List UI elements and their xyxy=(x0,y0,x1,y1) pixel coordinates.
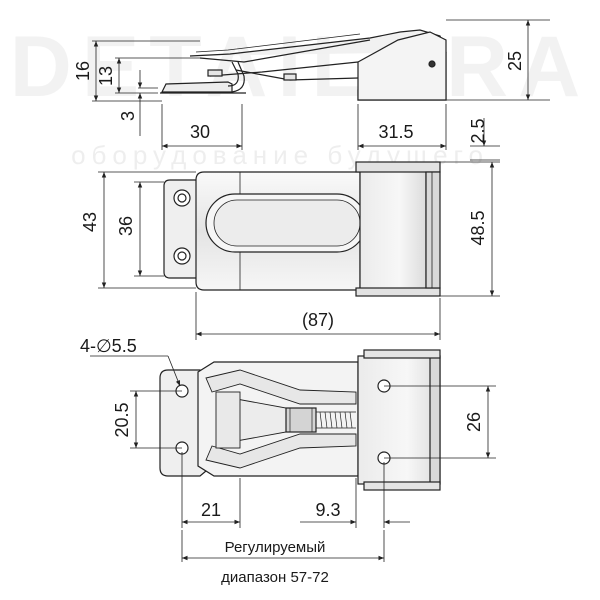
dim-25: 25 xyxy=(505,51,525,71)
dim-3: 3 xyxy=(118,111,138,121)
dim-87: (87) xyxy=(302,310,334,330)
dim-20-5: 20.5 xyxy=(112,402,132,437)
side-dimensions: 16 13 3 25 30 31.5 2.5 xyxy=(73,19,550,161)
dim-21: 21 xyxy=(201,500,221,520)
dim-2-5: 2.5 xyxy=(468,118,488,143)
dim-16: 16 xyxy=(73,61,93,81)
bottom-dimensions: 4-∅5.5 20.5 26 21 9.3 xyxy=(80,336,496,562)
dim-48-5: 48.5 xyxy=(468,210,488,245)
side-view xyxy=(160,29,447,101)
dim-30: 30 xyxy=(190,122,210,142)
range-caption-line2: диапазон 57-72 xyxy=(221,569,329,586)
dim-26: 26 xyxy=(464,412,484,432)
dim-13: 13 xyxy=(96,66,116,86)
bottom-view xyxy=(159,349,441,491)
dim-31-5: 31.5 xyxy=(378,122,413,142)
range-caption-line1: Регулируемый xyxy=(225,539,326,556)
watermark-brand: DETAILURA xyxy=(10,19,590,115)
dim-36: 36 xyxy=(116,216,136,236)
dim-9-3: 9.3 xyxy=(315,500,340,520)
front-view xyxy=(163,161,441,297)
front-dimensions: 43 36 48.5 (87) xyxy=(80,161,500,340)
hole-callout: 4-∅5.5 xyxy=(80,336,137,356)
dim-43: 43 xyxy=(80,212,100,232)
